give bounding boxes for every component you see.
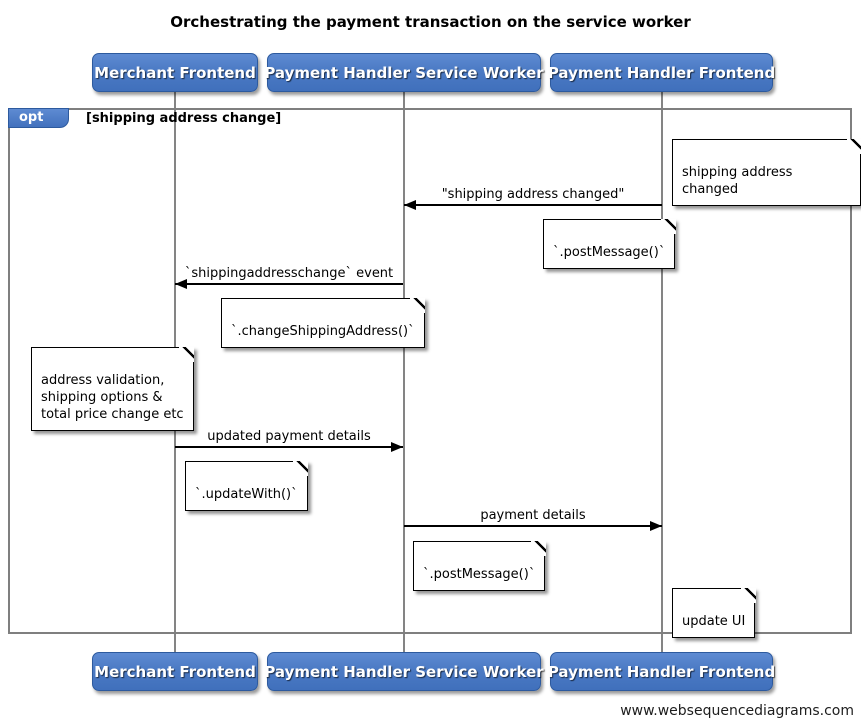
note-text: address validation, shipping options & t… [41,373,184,422]
actor-merchant-frontend-top: Merchant Frontend [92,53,258,92]
message-line [175,442,403,452]
message-updated-payment-details: updated payment details [175,429,403,452]
note-post-message-1: `.postMessage()` [543,218,676,269]
arrowhead-right-icon [391,442,403,452]
message-shipping-address-changed: "shipping address changed" [404,187,662,210]
note-post-message-2: `.postMessage()` [413,540,546,591]
actor-payment-handler-service-worker-bottom: Payment Handler Service Worker [264,652,544,691]
arrowhead-left-icon [404,200,416,210]
note-address-validation: address validation, shipping options & t… [31,346,195,431]
opt-operator-label: opt [8,108,69,128]
message-label: updated payment details [207,429,371,444]
message-label: "shipping address changed" [441,187,625,202]
note-shipping-address-changed: shipping address changed [672,138,861,206]
message-shippingaddresschange-event: `shippingaddresschange` event [175,266,403,289]
note-text: `.updateWith()` [195,487,298,502]
opt-fragment: opt [shipping address change] [8,108,852,634]
note-text: `.postMessage()` [423,567,536,582]
actor-payment-handler-frontend-bottom: Payment Handler Frontend [548,652,775,691]
note-fold-icon [660,218,676,234]
note-change-shipping-address: `.changeShippingAddress()` [221,297,426,348]
arrowhead-right-icon [650,521,662,531]
note-fold-icon [293,460,309,476]
note-update-ui: update UI [672,587,756,638]
message-line [404,521,662,531]
opt-guard-condition: [shipping address change] [86,111,282,126]
message-line [404,200,662,210]
note-text: `.changeShippingAddress()` [231,324,415,339]
message-line [175,279,403,289]
actor-payment-handler-frontend-top: Payment Handler Frontend [548,53,775,92]
note-text: `.postMessage()` [553,245,666,260]
note-fold-icon [179,346,195,362]
watermark: www.websequencediagrams.com [620,703,854,719]
lifeline-payment-handler-frontend [661,92,663,652]
diagram-title: Orchestrating the payment transaction on… [170,13,691,31]
message-label: `shippingaddresschange` event [184,266,394,281]
message-label: payment details [480,508,586,523]
note-fold-icon [846,138,861,154]
note-fold-icon [530,540,546,556]
message-payment-details: payment details [404,508,662,531]
note-text: shipping address changed [682,165,793,197]
note-update-with: `.updateWith()` [185,460,309,511]
note-fold-icon [740,587,756,603]
actor-merchant-frontend-bottom: Merchant Frontend [92,652,258,691]
lifeline-payment-handler-service-worker [403,92,405,652]
note-fold-icon [410,297,426,313]
note-text: update UI [682,614,746,629]
arrowhead-left-icon [175,279,187,289]
actor-payment-handler-service-worker-top: Payment Handler Service Worker [264,53,544,92]
